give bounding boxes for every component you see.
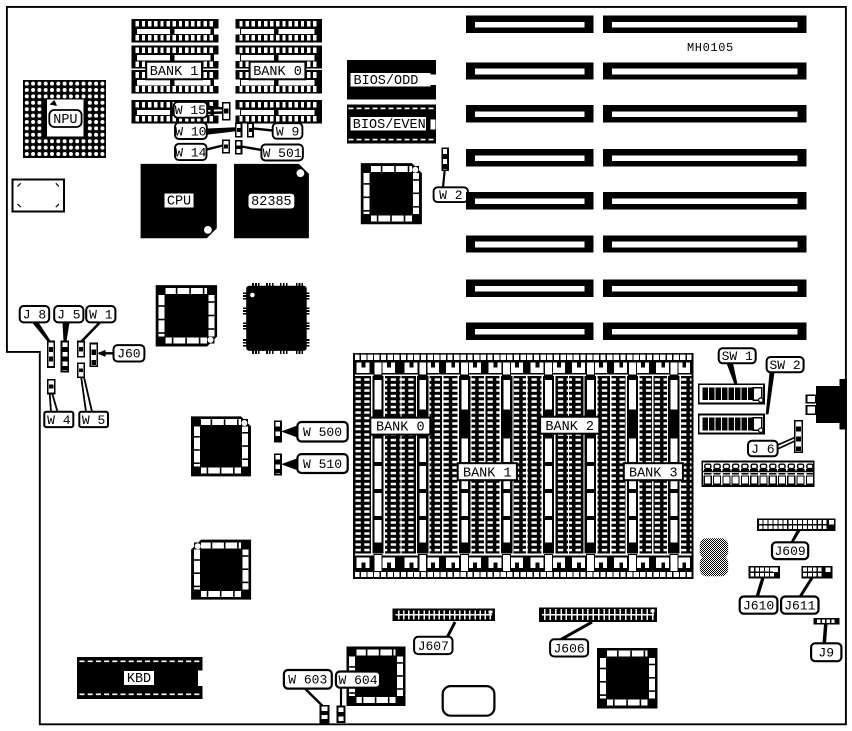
svg-text:BANK 0: BANK 0 bbox=[253, 65, 302, 80]
svg-text:BANK 3: BANK 3 bbox=[629, 466, 678, 481]
svg-text:W 15: W 15 bbox=[175, 103, 206, 118]
svg-text:BANK 2: BANK 2 bbox=[545, 420, 594, 435]
svg-text:J 8: J 8 bbox=[23, 308, 46, 323]
svg-text:NPU: NPU bbox=[53, 113, 77, 128]
svg-text:BANK 1: BANK 1 bbox=[463, 466, 512, 481]
svg-text:W 603: W 603 bbox=[288, 673, 327, 688]
svg-text:W 5: W 5 bbox=[82, 413, 105, 428]
svg-text:J606: J606 bbox=[553, 641, 584, 656]
svg-text:W 510: W 510 bbox=[303, 457, 342, 472]
svg-text:J 5: J 5 bbox=[57, 308, 80, 323]
svg-text:J611: J611 bbox=[784, 599, 815, 614]
svg-text:82385: 82385 bbox=[251, 195, 292, 210]
svg-text:J 6: J 6 bbox=[751, 442, 774, 457]
svg-text:W 4: W 4 bbox=[47, 413, 71, 428]
svg-text:W 501: W 501 bbox=[263, 146, 302, 161]
svg-text:BANK 1: BANK 1 bbox=[150, 65, 199, 80]
svg-text:W 9: W 9 bbox=[276, 124, 299, 139]
svg-text:J609: J609 bbox=[774, 544, 805, 559]
svg-text:J607: J607 bbox=[418, 639, 449, 654]
svg-text:W 604: W 604 bbox=[338, 673, 377, 688]
svg-text:J610: J610 bbox=[743, 599, 774, 614]
svg-text:J9: J9 bbox=[818, 646, 834, 661]
svg-text:W 14: W 14 bbox=[175, 145, 206, 160]
svg-text:MH0105: MH0105 bbox=[687, 41, 734, 55]
svg-text:BIOS/EVEN: BIOS/EVEN bbox=[353, 118, 426, 133]
svg-text:W 1: W 1 bbox=[89, 308, 113, 323]
svg-text:CPU: CPU bbox=[167, 194, 191, 209]
svg-text:W 500: W 500 bbox=[303, 425, 342, 440]
svg-text:SW 1: SW 1 bbox=[722, 349, 753, 364]
svg-text:BANK 0: BANK 0 bbox=[376, 421, 425, 436]
svg-text:KBD: KBD bbox=[127, 672, 151, 687]
svg-text:BIOS/ODD: BIOS/ODD bbox=[354, 74, 419, 89]
svg-text:W 10: W 10 bbox=[175, 124, 206, 139]
svg-text:SW 2: SW 2 bbox=[769, 358, 800, 373]
svg-text:W 2: W 2 bbox=[439, 188, 462, 203]
svg-text:J60: J60 bbox=[117, 347, 140, 362]
